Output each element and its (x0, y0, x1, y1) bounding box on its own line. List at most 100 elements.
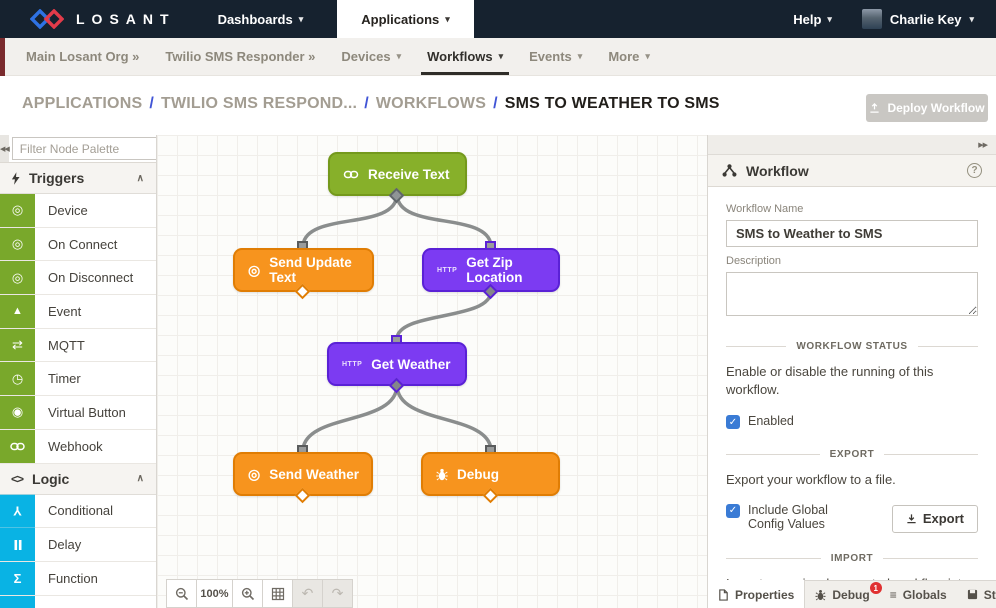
user-menu[interactable]: Charlie Key ▾ (861, 9, 974, 29)
palette-item-label: Event (48, 303, 82, 319)
description-textarea[interactable] (726, 272, 978, 316)
enabled-checkbox-row[interactable]: ✓ Enabled (726, 414, 978, 430)
nav-twilio-sms-responder[interactable]: Twilio SMS Responder » (165, 49, 315, 64)
import-divider: IMPORT (726, 553, 978, 564)
breadcrumb: APPLICATIONS/TWILIO SMS RESPOND.../WORKF… (22, 95, 720, 113)
tab-label: Properties (735, 587, 795, 602)
deploy-button-label: Deploy Workflow (887, 101, 985, 115)
palette-item-device[interactable]: ◎ Device (0, 194, 156, 228)
divider-label: EXPORT (829, 449, 875, 461)
palette-item-mqtt[interactable]: ⇄ MQTT (0, 328, 156, 363)
nav-events[interactable]: Events ▾ (529, 49, 582, 64)
palette-item-delay[interactable]: Delay (0, 528, 156, 562)
palette-section-logic[interactable]: <> Logic ∧ (0, 463, 156, 495)
nav-help[interactable]: Help ▾ (793, 0, 832, 38)
palette-item-timer[interactable]: ◷ Timer (0, 362, 156, 397)
include-global-config-row[interactable]: ✓ Include Global Config Values (726, 503, 892, 531)
lightning-bolt-icon (11, 171, 20, 185)
tab-properties[interactable]: Properties (708, 580, 806, 608)
target-icon: ◎ (0, 227, 35, 261)
section-title: Logic (32, 470, 70, 487)
brand-text: LOSANT (76, 11, 176, 27)
zoom-in-button[interactable] (232, 579, 263, 608)
checkbox-checked-icon[interactable]: ✓ (726, 503, 740, 518)
filter-node-palette-input[interactable] (11, 137, 156, 160)
palette-item-on-connect[interactable]: ◎ On Connect (0, 227, 156, 262)
chevron-up-icon[interactable]: ∧ (136, 473, 144, 484)
palette-item-partial[interactable] (0, 595, 156, 608)
breadcrumb-current-page: SMS TO WEATHER TO SMS (504, 95, 720, 112)
breadcrumb-workflows[interactable]: WORKFLOWS (375, 95, 487, 112)
nav-main-losant-org[interactable]: Main Losant Org » (26, 49, 139, 64)
deploy-workflow-button[interactable]: Deploy Workflow (866, 94, 988, 122)
nav-applications-label: Applications (361, 11, 440, 27)
description-label: Description (726, 255, 782, 267)
palette-item-conditional[interactable]: Y Conditional (0, 494, 156, 529)
node-get-weather[interactable]: HTTP Get Weather (327, 342, 467, 386)
workflow-name-input[interactable] (726, 220, 978, 247)
nav-devices[interactable]: Devices ▾ (341, 49, 401, 64)
panel-body: Workflow Name Description WORKFLOW STATU… (708, 187, 996, 580)
target-icon: ◎ (0, 261, 35, 295)
radio-button-icon: ◉ (0, 396, 35, 429)
redo-icon: ↷ (331, 585, 344, 601)
wire-getweather-to-debug (395, 383, 493, 451)
zoom-level-display[interactable]: 100% (196, 579, 233, 608)
nav-workflows[interactable]: Workflows ▾ (421, 49, 510, 75)
tab-label: Storage (983, 587, 996, 602)
palette-item-label: Device (48, 202, 88, 218)
sigma-icon: Σ (0, 561, 35, 595)
nav-more[interactable]: More ▾ (608, 49, 650, 64)
palette-item-event[interactable]: ▲ Event (0, 295, 156, 329)
breadcrumb-application-name[interactable]: TWILIO SMS RESPOND... (161, 95, 358, 112)
nav-devices-label: Devices (341, 49, 391, 64)
collapse-panel-button[interactable]: ▶▶ (708, 135, 996, 155)
status-help-text: Enable or disable the running of this wo… (726, 364, 934, 397)
target-icon: ◎ (0, 194, 35, 227)
undo-icon: ↶ (301, 585, 314, 601)
node-label: Get Zip Location (466, 255, 523, 285)
palette-item-label: Function (48, 570, 98, 586)
chevron-up-icon[interactable]: ∧ (136, 172, 144, 184)
palette-item-on-disconnect[interactable]: ◎ On Disconnect (0, 261, 156, 296)
user-avatar (861, 9, 882, 29)
export-row: ✓ Include Global Config Values Export (726, 503, 978, 533)
document-icon (719, 588, 728, 601)
export-button[interactable]: Export (891, 504, 978, 533)
chain-link-icon (343, 170, 359, 179)
top-navbar: LOSANT Dashboards ▾ Applications ▾ Help … (0, 0, 996, 38)
import-help-text: Import a previously exported workflow in… (726, 575, 978, 580)
grid-toggle-button[interactable] (262, 579, 293, 608)
node-label: Get Weather (371, 356, 451, 372)
org-link-label: Main Losant Org » (26, 49, 140, 64)
collapse-palette-button[interactable]: ◀◀ (0, 135, 10, 162)
caret-down-icon: ▾ (969, 13, 974, 24)
breadcrumb-applications[interactable]: APPLICATIONS (22, 95, 143, 112)
undo-button[interactable]: ↶ (292, 579, 323, 608)
nav-applications[interactable]: Applications ▾ (337, 0, 474, 38)
palette-item-webhook[interactable]: Webhook (0, 429, 156, 464)
device-message-icon: ◎ (248, 465, 261, 482)
bug-icon (815, 589, 826, 600)
workflow-canvas[interactable]: Receive Text ◎ Send Update Text HTTP Get… (157, 135, 707, 608)
palette-item-icon (0, 595, 35, 608)
storage-disk-icon (967, 589, 977, 600)
palette-item-function[interactable]: Σ Function (0, 561, 156, 596)
palette-section-triggers[interactable]: Triggers ∧ (0, 163, 156, 194)
help-circle-icon[interactable]: ? (967, 163, 982, 178)
tab-globals[interactable]: ≡ Globals (880, 581, 957, 608)
palette-item-label: On Connect (48, 236, 118, 252)
caret-down-icon: ▾ (645, 51, 650, 61)
divider-label: WORKFLOW STATUS (796, 341, 908, 352)
zoom-out-button[interactable] (166, 579, 197, 608)
checkbox-checked-icon[interactable]: ✓ (726, 415, 740, 430)
losant-logo[interactable]: LOSANT (30, 9, 176, 29)
redo-button[interactable]: ↷ (322, 579, 353, 608)
node-receive-text[interactable]: Receive Text (328, 152, 467, 196)
palette-item-virtual-button[interactable]: ◉ Virtual Button (0, 396, 156, 430)
canvas-toolbar: 100% ↶ ↷ (166, 579, 353, 608)
nav-dashboards[interactable]: Dashboards ▾ (218, 0, 304, 38)
tab-storage[interactable]: Storage (957, 581, 996, 608)
tab-debug[interactable]: Debug 1 (805, 581, 882, 608)
node-palette-sidebar: ◀◀ Triggers ∧ ◎ Device ◎ On Connect ◎ On… (0, 135, 157, 608)
